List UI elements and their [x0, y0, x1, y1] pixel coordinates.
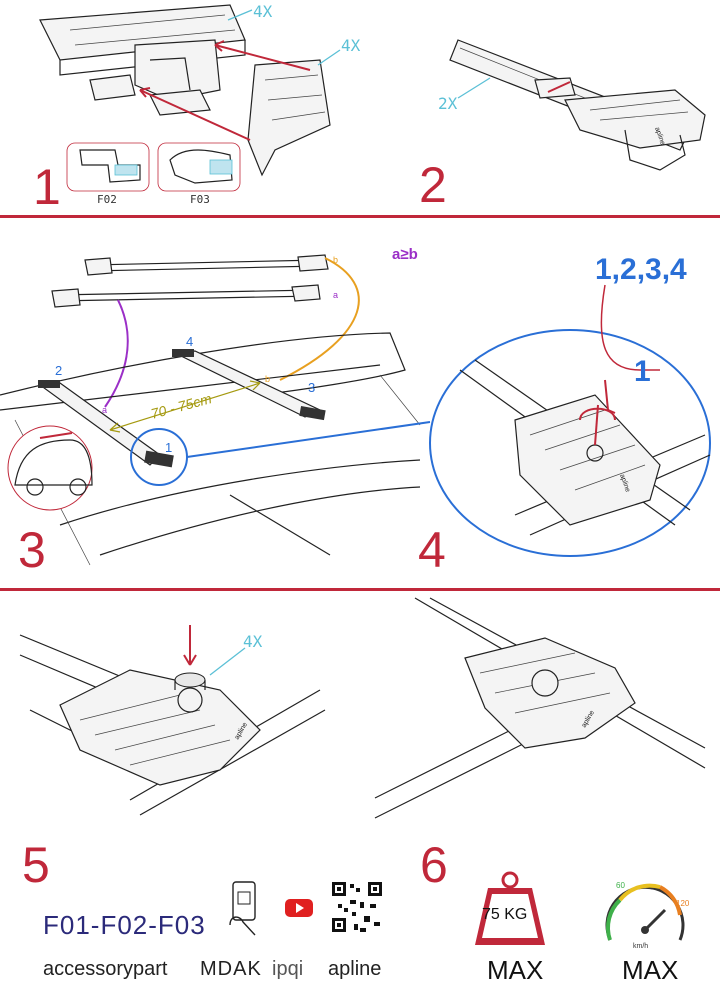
variant-label: F02: [97, 193, 117, 206]
brand-apline: apline: [328, 958, 382, 980]
speed-max-label: MAX: [622, 955, 679, 985]
bar-number: 1: [165, 440, 173, 455]
step-number: 3: [18, 522, 46, 578]
brand-name: accessorypart: [43, 958, 168, 980]
quantity-label: 2X: [438, 94, 458, 113]
bracket-label-a: a: [333, 290, 339, 300]
bolt-sequence-text: 1,2,3,4: [595, 253, 687, 286]
model-codes: F01-F02-F03: [43, 910, 206, 940]
step-number: 4: [418, 522, 446, 578]
bar-number: 3: [308, 380, 316, 395]
bracket-label-b: b: [265, 374, 271, 384]
bolt-number: 1: [634, 355, 651, 388]
step-2-illustration: apline: [449, 39, 706, 171]
phone-scan-icon: [229, 881, 256, 936]
divider-top: [0, 215, 720, 218]
step-number: 6: [420, 837, 448, 893]
weight-limit-value: 75 KG: [482, 906, 528, 923]
variant-label: F03: [190, 193, 210, 206]
spacing-rule-label: a≥b: [392, 246, 418, 263]
divider-middle: [0, 588, 720, 591]
step-number: 2: [419, 157, 447, 213]
step-6-illustration: apline: [374, 597, 706, 819]
quantity-label: 4X: [253, 2, 273, 21]
bar-number: 4: [186, 334, 194, 349]
speed-tick-label: 60: [616, 881, 625, 890]
step-number: 5: [22, 837, 50, 893]
speed-unit-label: km/h: [633, 943, 649, 950]
bolt-sequence-label: 1,2,3,4: [595, 253, 687, 287]
step-4-illustration: apline: [429, 284, 711, 557]
step-number: 1: [33, 159, 61, 215]
brand-mdak: MDAK: [200, 958, 262, 980]
bracket-label-b: b: [333, 255, 339, 265]
youtube-icon[interactable]: [285, 897, 315, 919]
quantity-label: 4X: [243, 632, 263, 651]
weight-max-label: MAX: [487, 955, 544, 985]
brand-accessorypart: accessorypart: [43, 958, 168, 981]
weight-icon: [475, 871, 545, 945]
speed-tick-label: 120: [676, 899, 690, 908]
qr-code-icon[interactable]: [330, 880, 384, 934]
bracket-label-a: a: [102, 405, 108, 415]
quantity-label: 4X: [341, 36, 361, 55]
step-5-illustration: apline: [19, 625, 326, 816]
step-1-illustration: [39, 4, 341, 192]
brand-ipqi: ipqi: [272, 958, 304, 980]
speedometer-icon: [605, 883, 685, 941]
step-3-illustration: [0, 254, 431, 566]
bar-number: 2: [55, 363, 63, 378]
